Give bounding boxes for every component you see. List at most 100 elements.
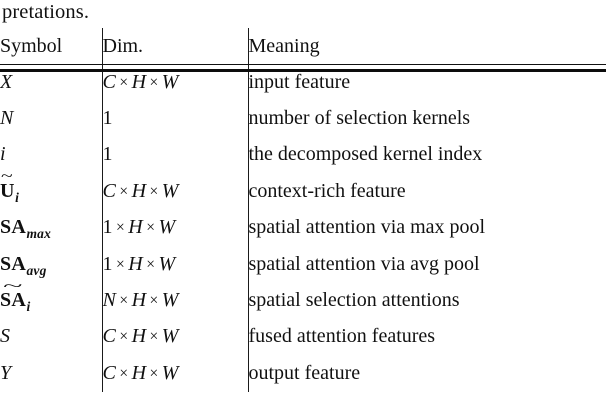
meaning-text: spatial selection attentions <box>248 289 460 312</box>
table-header-row: Symbol Dim. Meaning <box>0 28 606 64</box>
meaning-text: output feature <box>248 361 361 384</box>
times-icon: × <box>149 328 159 346</box>
dim-term: 1 <box>102 252 113 275</box>
column-header-meaning-label: Meaning <box>248 34 320 57</box>
symbol-subscript: i <box>26 299 31 315</box>
cell-symbol: S <box>0 318 103 356</box>
times-icon: × <box>149 73 159 91</box>
times-icon: × <box>119 328 129 346</box>
cell-meaning: spatial selection attentions <box>248 282 606 318</box>
symbol-variable: X <box>0 70 13 93</box>
times-icon: × <box>149 364 159 382</box>
cell-meaning: number of selection kernels <box>248 100 606 136</box>
header-rule-thin <box>0 64 606 66</box>
symbol-subscript: i <box>15 189 20 205</box>
cell-meaning: fused attention features <box>248 319 606 355</box>
times-icon: × <box>119 73 129 91</box>
cell-meaning: spatial attention via max pool <box>248 210 606 246</box>
cell-meaning: the decomposed kernel index <box>248 137 606 173</box>
symbol-variable: SAmax <box>0 216 52 242</box>
symbol-variable: SA~i <box>0 278 31 315</box>
dim-term: W <box>161 361 179 384</box>
cell-dim: C×H×W <box>102 173 249 210</box>
dim-term: W <box>161 325 179 348</box>
times-icon: × <box>149 292 159 310</box>
dim-term: W <box>158 216 176 239</box>
times-icon: × <box>146 219 155 237</box>
dim-term: N <box>102 289 116 312</box>
cell-meaning: output feature <box>248 355 606 391</box>
symbol-variable: S <box>0 325 10 348</box>
paragraph-fragment: pretations. <box>2 1 90 23</box>
column-header-symbol-label: Symbol <box>0 34 63 57</box>
symbol-variable: Y <box>0 361 12 384</box>
meaning-text: fused attention features <box>248 325 436 348</box>
table-row: i 1 the decomposed kernel index <box>0 136 606 174</box>
dim-term: 1 <box>102 107 113 130</box>
cell-dim: 1×H×W <box>102 209 249 246</box>
times-icon: × <box>146 255 155 273</box>
dim-term: W <box>161 179 179 202</box>
symbol-subscript: avg <box>26 262 47 278</box>
dim-term: H <box>131 325 147 348</box>
header-rule-thick <box>0 68 606 72</box>
cell-symbol: Y <box>0 355 103 392</box>
dim-term: W <box>161 289 179 312</box>
cell-symbol: N <box>0 100 103 137</box>
cell-dim: 1 <box>102 136 249 174</box>
cell-symbol: SAavg <box>0 245 103 283</box>
meaning-text: number of selection kernels <box>248 107 471 130</box>
dim-term: 1 <box>102 216 113 239</box>
dim-term: H <box>131 289 147 312</box>
dim-term: H <box>128 252 143 275</box>
column-header-meaning: Meaning <box>248 28 606 64</box>
dim-term: H <box>131 70 147 93</box>
symbol-variable: SAavg <box>0 252 47 278</box>
dim-term: C <box>102 179 116 202</box>
symbol-variable: N <box>0 107 14 130</box>
column-header-dim: Dim. <box>102 28 249 64</box>
symbol-variable: i <box>0 143 6 166</box>
cell-dim: 1 <box>102 100 249 137</box>
dim-term: H <box>131 179 147 202</box>
times-icon: × <box>149 182 159 200</box>
widetilde-accent-group: U~ <box>0 168 15 202</box>
dim-term: C <box>102 325 116 348</box>
times-icon: × <box>119 292 129 310</box>
dim-term: W <box>158 252 176 275</box>
cell-meaning: context-rich feature <box>248 173 606 209</box>
cell-symbol: U~i <box>0 168 103 210</box>
cell-dim: N×H×W <box>102 282 249 319</box>
dim-term: 1 <box>102 143 113 166</box>
dim-term: C <box>102 361 116 384</box>
tilde-accent-icon: ~ <box>3 278 23 296</box>
table-row: N 1 number of selection kernels <box>0 100 606 137</box>
meaning-text: input feature <box>248 70 351 93</box>
column-header-symbol: Symbol <box>0 28 103 64</box>
meaning-text: spatial attention via avg pool <box>248 252 480 275</box>
cell-meaning: spatial attention via avg pool <box>248 246 606 282</box>
widetilde-accent-group: SA~ <box>0 278 26 312</box>
dim-term: W <box>161 70 179 93</box>
cell-symbol: i <box>0 136 103 174</box>
times-icon: × <box>116 255 125 273</box>
table-header: Symbol Dim. Meaning <box>0 28 606 64</box>
dim-term: C <box>102 70 116 93</box>
cell-symbol: SAmax <box>0 209 103 246</box>
cell-dim: 1×H×W <box>102 245 249 283</box>
meaning-text: context-rich feature <box>248 179 406 202</box>
dim-term: H <box>128 216 143 239</box>
column-header-dim-label: Dim. <box>102 34 144 57</box>
cell-symbol: SA~i <box>0 278 103 319</box>
cell-dim: C×H×W <box>102 318 249 356</box>
cell-meaning: input feature <box>248 64 606 100</box>
